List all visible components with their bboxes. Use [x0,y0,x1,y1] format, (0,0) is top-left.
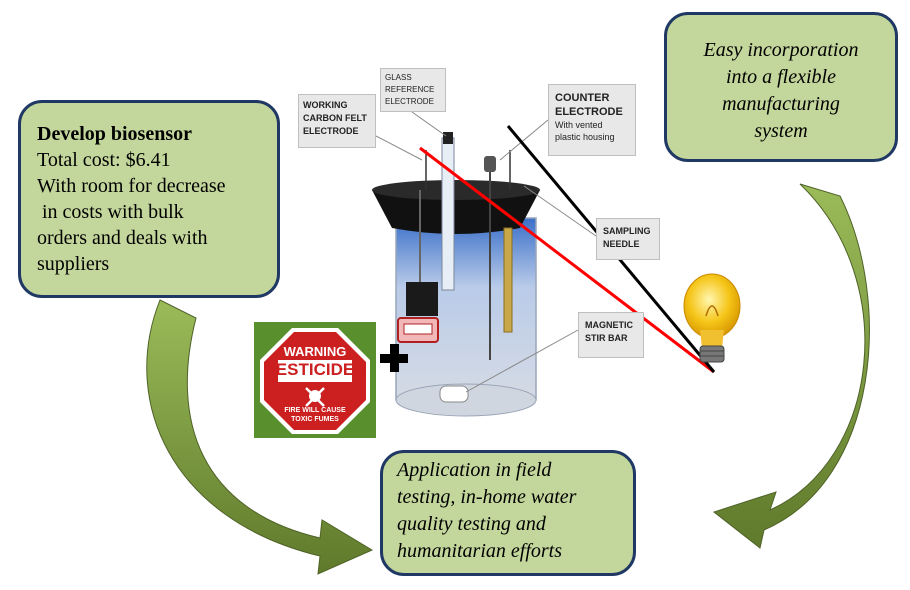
electrochemical-cell [372,132,540,417]
application-line: Application in field [397,459,552,481]
biosensor-line: orders and deals with [37,227,208,249]
label-counter-electrode: COUNTER ELECTRODE With vented plastic ho… [548,84,636,156]
manufacturing-line: into a flexible [726,66,836,88]
label-line: MAGNETIC [585,320,633,330]
sign-warning-text: WARNING [283,344,347,359]
application-line: quality testing and [397,513,546,535]
cycle-arrow-left [146,299,374,575]
label-line: COUNTER [555,92,610,104]
develop-biosensor-box: Develop biosensor Total cost: $6.41 With… [18,100,280,298]
label-line: STIR BAR [585,333,628,343]
label-working-electrode: WORKING CARBON FELT ELECTRODE [298,94,376,148]
label-subline: plastic housing [555,132,615,142]
label-line: GLASS [385,73,412,82]
biosensor-line: Total cost: $6.41 [37,149,171,171]
red-wire [419,146,715,374]
sign-line-3: FIRE WILL CAUSE [284,407,346,414]
label-line: CARBON FELT [303,113,367,123]
label-line: WORKING [303,100,348,110]
label-magnetic-stir-bar: MAGNETIC STIR BAR [578,312,644,358]
application-line: humanitarian efforts [397,540,563,562]
biosensor-title: Develop biosensor [37,123,192,145]
label-sampling-needle: SAMPLING NEEDLE [596,218,660,260]
label-line: REFERENCE [385,85,435,94]
leader-glass [411,111,447,137]
label-line: ELECTRODE [303,126,359,136]
octagon-sign-icon [260,328,370,434]
application-box: Application in field testing, in-home wa… [380,450,636,576]
pesticide-warning-sign: WARNING PESTICIDES FIRE WILL CAUSE TOXIC… [254,322,376,438]
leader-counter [499,119,549,161]
manufacturing-line: Easy incorporation [703,39,859,61]
biosensor-line: suppliers [37,253,110,275]
sign-fire-text: FIRE WILL CAUSE TOXIC FUMES [254,406,376,424]
application-line: testing, in-home water [397,486,577,508]
label-subline: With vented [555,120,603,130]
label-line: SAMPLING [603,226,651,236]
label-line: ELECTRODE [385,97,434,106]
manufacturing-box: Easy incorporation into a flexible manuf… [664,12,898,162]
label-glass-reference-electrode: GLASS REFERENCE ELECTRODE [380,68,446,112]
manufacturing-line: manufacturing [722,93,840,115]
label-line: NEEDLE [603,239,640,249]
plus-icon [380,344,408,372]
biosensor-line: in costs with bulk [37,201,184,223]
sign-pesticides-text: PESTICIDES [264,360,366,379]
sign-line-4: TOXIC FUMES [291,416,339,423]
cycle-arrow-right [712,183,870,549]
leader-sampling [523,185,597,237]
light-bulb-icon [683,273,741,363]
leader-working [375,135,423,161]
label-line: ELECTRODE [555,106,623,118]
leader-magnetic [465,329,579,393]
manufacturing-line: system [754,120,808,142]
biosensor-line: With room for decrease [37,175,226,197]
